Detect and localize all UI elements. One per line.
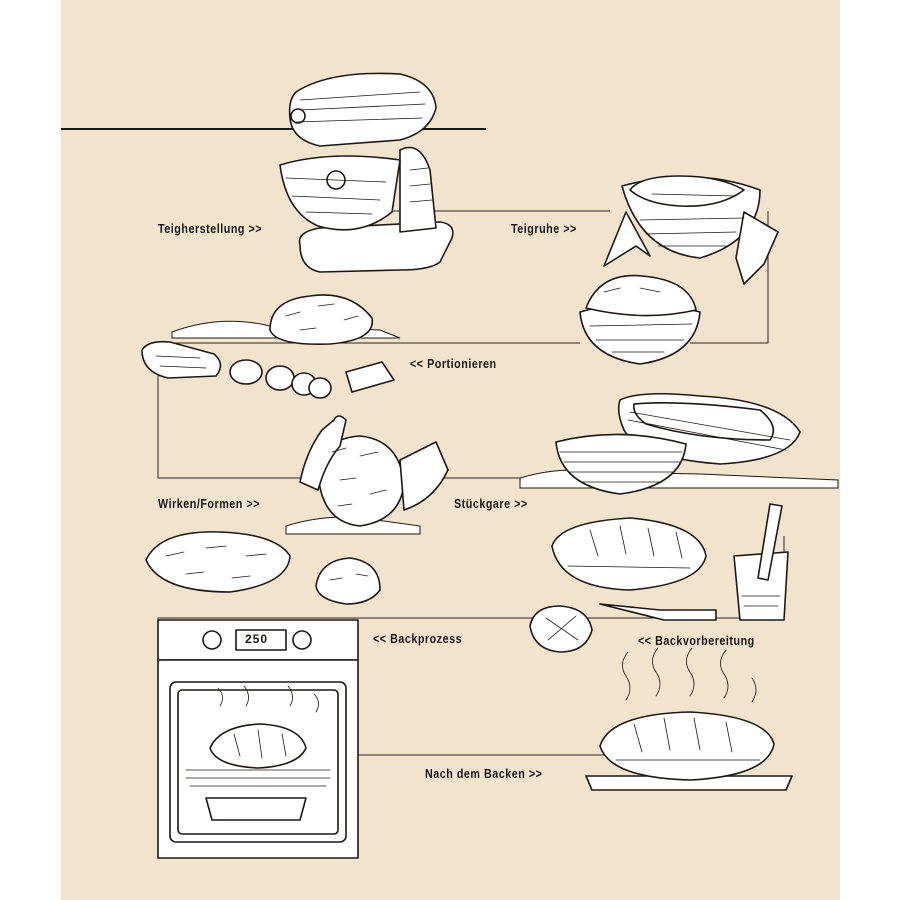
baked-loaf-illustration bbox=[585, 647, 793, 791]
oven-temperature-display: 250 bbox=[245, 632, 269, 646]
portioning-illustration bbox=[141, 294, 401, 399]
connector-3 bbox=[157, 342, 580, 479]
step-wirken-formen: Wirken/Formen >> bbox=[158, 497, 260, 511]
baking-preparation-illustration bbox=[529, 503, 789, 653]
oven-illustration bbox=[157, 619, 359, 859]
step-teigherstellung: Teigherstellung >> bbox=[158, 222, 263, 236]
step-backprozess: << Backprozess bbox=[373, 632, 463, 646]
oven-knob-right bbox=[292, 630, 312, 650]
resting-dough-bowl-illustration bbox=[603, 175, 779, 285]
stand-mixer-illustration bbox=[279, 72, 454, 273]
step-nach-dem-backen: Nach dem Backen >> bbox=[425, 767, 543, 781]
step-backvorbereitung: << Backvorbereitung bbox=[638, 634, 755, 648]
oven-knob-left bbox=[202, 630, 222, 650]
shaped-loaves-illustration bbox=[145, 531, 381, 605]
shaping-hands-illustration bbox=[285, 415, 449, 535]
step-portionieren: << Portionieren bbox=[410, 357, 497, 371]
step-stueckgare: Stückgare >> bbox=[454, 497, 528, 511]
risen-dough-bowl-illustration bbox=[579, 274, 701, 365]
proofing-baskets-illustration bbox=[519, 392, 839, 495]
step-teigruhe: Teigruhe >> bbox=[511, 222, 577, 236]
